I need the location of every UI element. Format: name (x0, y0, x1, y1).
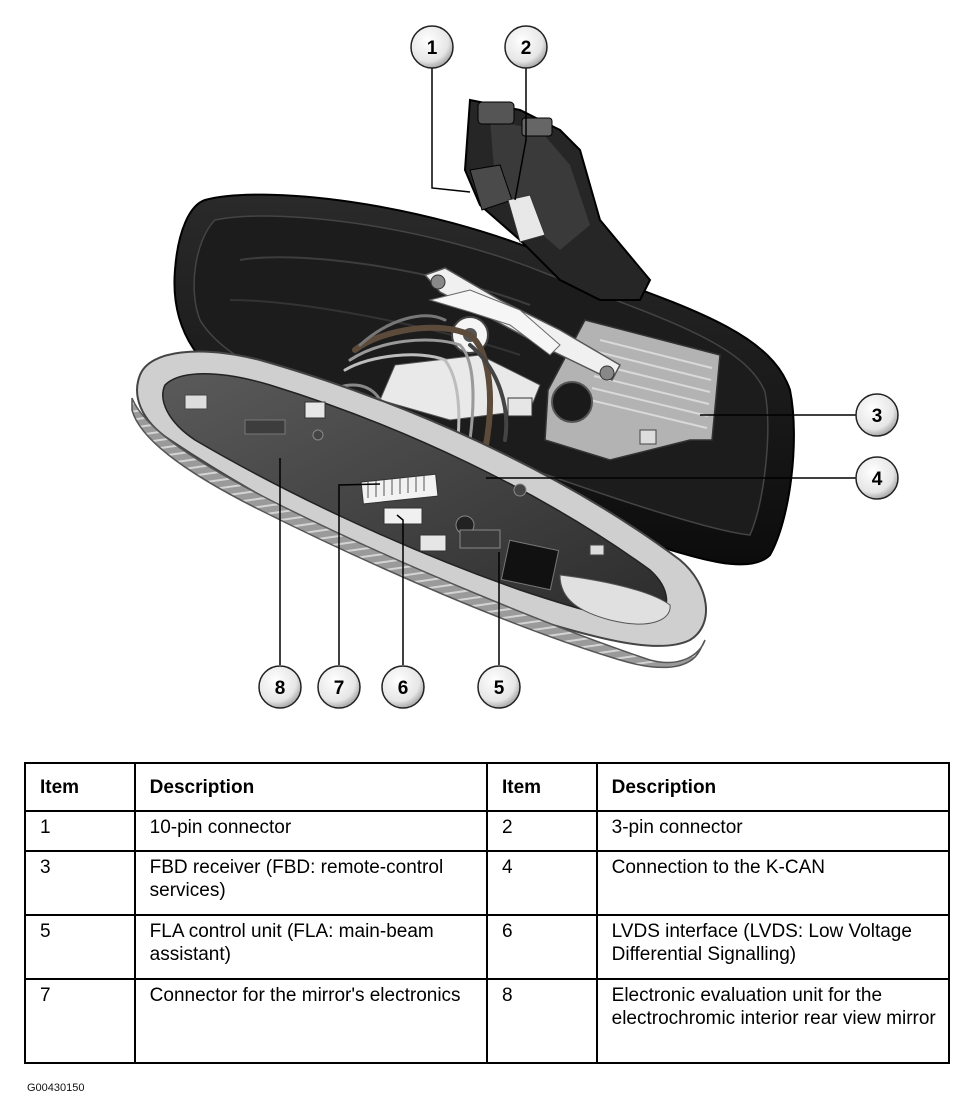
callout-4-label: 4 (872, 469, 883, 490)
callout-3-label: 3 (872, 406, 883, 427)
header-item: Item (24, 762, 136, 812)
item-number: 2 (485, 810, 598, 852)
item-number: 1 (24, 810, 136, 852)
table-row: 1 10-pin connector 2 3-pin connector (24, 810, 951, 852)
item-number: 7 (24, 978, 136, 1064)
item-description: Connection to the K-CAN (595, 850, 951, 916)
callout-1: 1 (410, 25, 454, 69)
item-description: Connector for the mirror's electronics (133, 978, 488, 1064)
callout-1-label: 1 (427, 38, 438, 59)
callout-3: 3 (855, 393, 899, 437)
parts-table: Item Description Item Description 1 10-p… (24, 762, 951, 1064)
table-row: 7 Connector for the mirror's electronics… (24, 978, 951, 1064)
header-description: Description (133, 762, 488, 812)
item-description: 3-pin connector (595, 810, 951, 852)
item-description: Electronic evaluation unit for the elect… (595, 978, 951, 1064)
mirror-mount (463, 98, 652, 301)
item-description: 10-pin connector (133, 810, 488, 852)
callout-8-label: 8 (275, 678, 286, 699)
figure-code: G00430150 (27, 1082, 85, 1094)
leader-lines (279, 68, 857, 665)
item-description: LVDS interface (LVDS: Low Voltage Differ… (595, 914, 951, 980)
callout-2-label: 2 (521, 38, 532, 59)
table-row: 3 FBD receiver (FBD: remote-control serv… (24, 850, 951, 916)
table-row: 5 FLA control unit (FLA: main-beam assis… (24, 914, 951, 980)
item-description: FBD receiver (FBD: remote-control servic… (133, 850, 488, 916)
callout-5-label: 5 (494, 678, 505, 699)
item-number: 5 (24, 914, 136, 980)
pcb-components (184, 394, 657, 591)
table-header-row: Item Description Item Description (24, 762, 951, 812)
callout-6: 6 (381, 665, 425, 709)
callout-5: 5 (477, 665, 521, 709)
callout-4: 4 (855, 456, 899, 500)
header-item: Item (485, 762, 598, 812)
item-number: 4 (485, 850, 598, 916)
item-number: 3 (24, 850, 136, 916)
callout-7: 7 (317, 665, 361, 709)
callout-2: 2 (504, 25, 548, 69)
mirror-diagram: 1 2 3 4 5 6 7 8 (131, 25, 899, 709)
header-description: Description (595, 762, 951, 812)
callout-8: 8 (258, 665, 302, 709)
item-number: 6 (485, 914, 598, 980)
callout-6-label: 6 (398, 678, 409, 699)
item-number: 8 (485, 978, 598, 1064)
item-description: FLA control unit (FLA: main-beam assista… (133, 914, 488, 980)
callout-7-label: 7 (334, 678, 345, 699)
